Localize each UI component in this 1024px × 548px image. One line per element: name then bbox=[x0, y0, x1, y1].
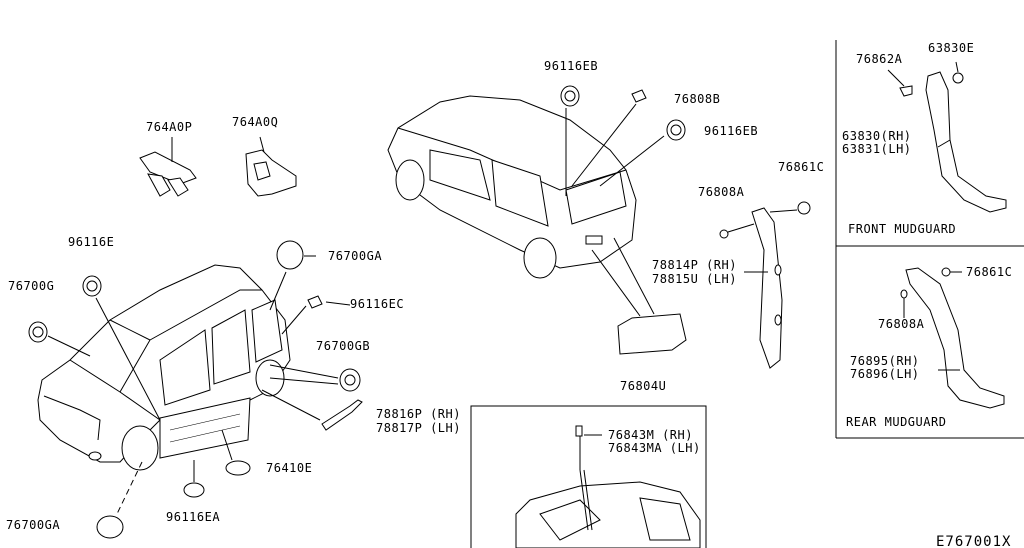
label-76700GA-bottom: 76700GA bbox=[6, 518, 60, 532]
label-rear-mudguard: REAR MUDGUARD bbox=[846, 415, 946, 429]
label-76804U: 76804U bbox=[620, 379, 666, 393]
label-78816P: 78816P (RH) bbox=[376, 407, 461, 421]
grommet-96116EB-top[interactable] bbox=[560, 85, 580, 196]
label-76410E: 76410E bbox=[266, 461, 312, 475]
label-78817P: 78817P (LH) bbox=[376, 421, 461, 435]
nut-63830E[interactable] bbox=[952, 61, 964, 84]
plug-96116EC[interactable] bbox=[281, 295, 323, 335]
screw-76808A-rear[interactable] bbox=[900, 289, 908, 318]
clip-76410E[interactable] bbox=[221, 429, 251, 476]
cap-76700GA-bottom[interactable] bbox=[96, 461, 143, 539]
label-76895: 76895(RH) bbox=[850, 354, 920, 368]
antenna-inset-frame bbox=[470, 405, 707, 548]
screw-76862A[interactable] bbox=[887, 69, 913, 97]
label-764A0P: 764A0P bbox=[146, 120, 192, 134]
label-764A0Q: 764A0Q bbox=[232, 115, 278, 129]
lamp-76804U[interactable] bbox=[591, 237, 687, 355]
clip-76861C-rear[interactable] bbox=[941, 267, 962, 277]
antenna-inset-car bbox=[515, 481, 701, 548]
antenna-76843M[interactable] bbox=[575, 425, 593, 531]
label-78814P: 78814P (RH) bbox=[652, 258, 737, 272]
label-76700G: 76700G bbox=[8, 279, 54, 293]
engine-undercover bbox=[159, 397, 251, 459]
rear-mudguard-part[interactable] bbox=[905, 267, 1005, 409]
label-63831: 63831(LH) bbox=[842, 142, 912, 156]
label-76861C-top: 76861C bbox=[778, 160, 824, 174]
label-78815U: 78815U (LH) bbox=[652, 272, 737, 286]
grommet-76700GB[interactable] bbox=[269, 364, 361, 392]
plug-76808B[interactable] bbox=[571, 89, 647, 187]
leader-lines bbox=[304, 139, 960, 436]
label-76843MA: 76843MA (LH) bbox=[608, 441, 701, 455]
labels: 764A0P 764A0Q 96116E 76700G 76700GA 9611… bbox=[6, 41, 1012, 548]
screw-76808A-top[interactable] bbox=[719, 223, 755, 239]
label-96116EC: 96116EC bbox=[350, 297, 404, 311]
label-76896: 76896(LH) bbox=[850, 367, 920, 381]
label-96116EA: 96116EA bbox=[166, 510, 220, 524]
label-96116EB-top: 96116EB bbox=[544, 59, 598, 73]
label-76861C-rear: 76861C bbox=[966, 265, 1012, 279]
diagram-id: E767001X bbox=[936, 534, 1011, 548]
label-76843M: 76843M (RH) bbox=[608, 428, 693, 442]
moulding-78816P[interactable] bbox=[261, 389, 363, 431]
label-front-mudguard: FRONT MUDGUARD bbox=[848, 222, 956, 236]
cap-76700G[interactable] bbox=[28, 321, 91, 357]
grommet-96116EB-right[interactable] bbox=[599, 119, 686, 187]
front-mudguard-part[interactable] bbox=[925, 71, 1007, 213]
spoiler-78814P[interactable] bbox=[751, 207, 783, 369]
label-76700GA-top: 76700GA bbox=[328, 249, 382, 263]
label-76808A-rear: 76808A bbox=[878, 317, 925, 331]
label-63830E: 63830E bbox=[928, 41, 974, 55]
label-76808B: 76808B bbox=[674, 92, 720, 106]
clip-96116EA[interactable] bbox=[183, 460, 205, 498]
grommet-96116E[interactable] bbox=[82, 275, 161, 421]
car-rear-view bbox=[387, 95, 637, 279]
clip-764A0P[interactable] bbox=[139, 137, 197, 197]
mudguard-panel-frame bbox=[835, 40, 1024, 439]
car-front-view bbox=[37, 264, 291, 471]
label-96116E: 96116E bbox=[68, 235, 114, 249]
label-76808A-top: 76808A bbox=[698, 185, 745, 199]
clip-76861C-top[interactable] bbox=[769, 201, 811, 215]
label-76700GB: 76700GB bbox=[316, 339, 370, 353]
label-76862A: 76862A bbox=[856, 52, 903, 66]
clip-764A0Q[interactable] bbox=[245, 136, 297, 197]
cap-76700GA-top[interactable] bbox=[269, 240, 304, 311]
label-63830: 63830(RH) bbox=[842, 129, 912, 143]
label-96116EB-right: 96116EB bbox=[704, 124, 758, 138]
